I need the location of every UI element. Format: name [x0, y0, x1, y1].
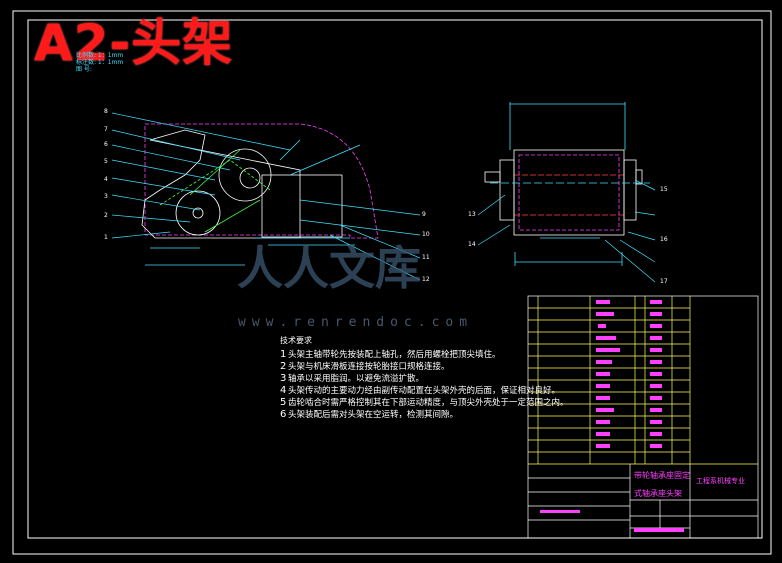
- callout: 3: [104, 193, 108, 200]
- parts-list-grid: [528, 296, 758, 465]
- callout: 12: [422, 276, 430, 283]
- callout: 9: [422, 211, 426, 218]
- title-block: [527, 295, 759, 539]
- sheet-title-stamp: A2-头架: [34, 14, 234, 72]
- scale-legend: 比例数: 1：1mm 标注数: 1：1mm 图 号:: [76, 52, 123, 73]
- callout: 1: [104, 234, 108, 241]
- front-housing: [513, 149, 625, 236]
- motor-block: [261, 174, 343, 238]
- callout: 11: [422, 254, 430, 261]
- callout: 17: [660, 278, 668, 285]
- housing-outline: [144, 123, 379, 239]
- watermark-logo: 人人文库: [237, 241, 421, 295]
- inner-border: [27, 19, 763, 539]
- callout: 16: [660, 236, 668, 243]
- front-view: [477, 102, 656, 283]
- callout: 14: [468, 241, 476, 248]
- body-outline: [141, 129, 301, 239]
- callout: 4: [104, 176, 108, 183]
- parts-list-entries: [540, 300, 684, 532]
- callout: 6: [104, 141, 108, 148]
- callout: 7: [104, 126, 108, 133]
- callout: 10: [422, 231, 430, 238]
- legend-line: 标注数: 1：1mm: [76, 59, 124, 66]
- callout: 5: [104, 158, 108, 165]
- callout: 15: [660, 186, 668, 193]
- outer-border: [12, 10, 772, 555]
- watermark-url: www.renrendoc.com: [238, 315, 474, 330]
- callout: 8: [104, 108, 108, 115]
- pulley-hub: [239, 167, 261, 189]
- belt: [189, 149, 261, 233]
- title-block-company: 工程系机械专业: [696, 477, 745, 485]
- legend-line: 图 号:: [76, 66, 92, 73]
- side-view: [111, 112, 421, 281]
- title-block-name-line1: 带轮轴承座固定: [634, 471, 690, 480]
- title-block-name-line2: 式轴承座头架: [634, 489, 682, 498]
- pulley-large: [218, 148, 272, 202]
- callout: 13: [468, 211, 476, 218]
- legend-line: 比例数: 1：1mm: [76, 52, 124, 59]
- notes-header: 技术要求: [280, 336, 312, 345]
- pulley-small: [175, 190, 221, 236]
- callout: 2: [104, 212, 108, 219]
